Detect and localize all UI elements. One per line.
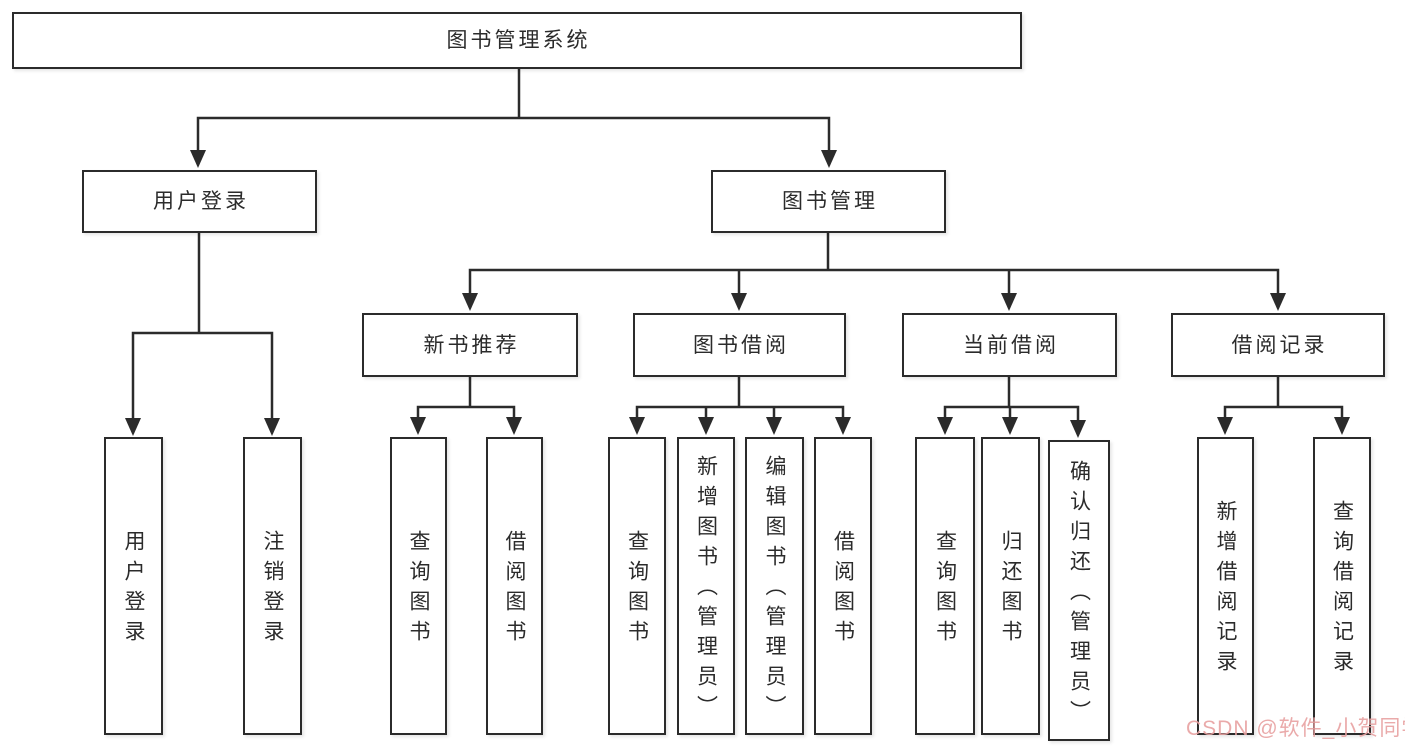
node-leaf-bb-borrow-books-label: 借阅图书 (831, 530, 855, 650)
node-leaf-cb-query-books: 查询图书 (915, 437, 975, 735)
node-leaf-bb-borrow-books: 借阅图书 (814, 437, 872, 735)
node-leaf-cb-return-books: 归还图书 (981, 437, 1040, 735)
node-leaf-cb-confirm-return-label: 确认归还（管理员） (1067, 459, 1091, 730)
node-leaf-rec-borrow-books-label: 借阅图书 (503, 530, 526, 650)
node-leaf-logout-label: 注销登录 (261, 530, 284, 650)
node-branch-current-borrow-label: 当前借阅 (963, 333, 1059, 357)
node-leaf-bb-add-books: 新增图书（管理员） (677, 437, 735, 735)
node-branch-current-borrow: 当前借阅 (902, 313, 1117, 377)
node-leaf-br-add-record: 新增借阅记录 (1197, 437, 1254, 735)
node-branch-borrow-records: 借阅记录 (1171, 313, 1385, 377)
node-leaf-br-query-record: 查询借阅记录 (1313, 437, 1371, 735)
node-root: 图书管理系统 (12, 12, 1022, 69)
node-leaf-cb-confirm-return: 确认归还（管理员） (1048, 440, 1110, 741)
node-branch-new-rec: 新书推荐 (362, 313, 578, 377)
node-leaf-bb-query-books-label: 查询图书 (625, 530, 649, 650)
node-branch-book-mgmt-label: 图书管理 (782, 190, 878, 213)
node-leaf-user-login-label: 用户登录 (122, 530, 145, 650)
node-leaf-bb-edit-books: 编辑图书（管理员） (745, 437, 804, 735)
node-leaf-bb-edit-books-label: 编辑图书（管理员） (763, 455, 786, 725)
node-leaf-bb-query-books: 查询图书 (608, 437, 666, 735)
node-branch-book-borrow-label: 图书借阅 (693, 333, 789, 357)
node-leaf-br-add-record-label: 新增借阅记录 (1214, 500, 1237, 680)
node-branch-new-rec-label: 新书推荐 (423, 333, 520, 357)
node-root-label: 图书管理系统 (446, 29, 591, 52)
node-branch-borrow-records-label: 借阅记录 (1231, 333, 1328, 357)
node-leaf-rec-query-books-label: 查询图书 (407, 530, 430, 650)
node-branch-user-login-label: 用户登录 (153, 190, 249, 213)
node-branch-book-mgmt: 图书管理 (711, 170, 946, 233)
csdn-watermark: CSDN @软件_小贺同学 (1186, 717, 1405, 740)
node-branch-user-login: 用户登录 (82, 170, 317, 233)
node-leaf-logout: 注销登录 (243, 437, 302, 735)
node-leaf-br-query-record-label: 查询借阅记录 (1330, 500, 1354, 680)
node-leaf-bb-add-books-label: 新增图书（管理员） (694, 455, 718, 725)
node-leaf-rec-borrow-books: 借阅图书 (486, 437, 543, 735)
node-leaf-user-login: 用户登录 (104, 437, 163, 735)
node-branch-book-borrow: 图书借阅 (633, 313, 846, 377)
node-leaf-cb-return-books-label: 归还图书 (999, 530, 1022, 650)
node-leaf-rec-query-books: 查询图书 (390, 437, 447, 735)
node-leaf-cb-query-books-label: 查询图书 (933, 530, 957, 650)
